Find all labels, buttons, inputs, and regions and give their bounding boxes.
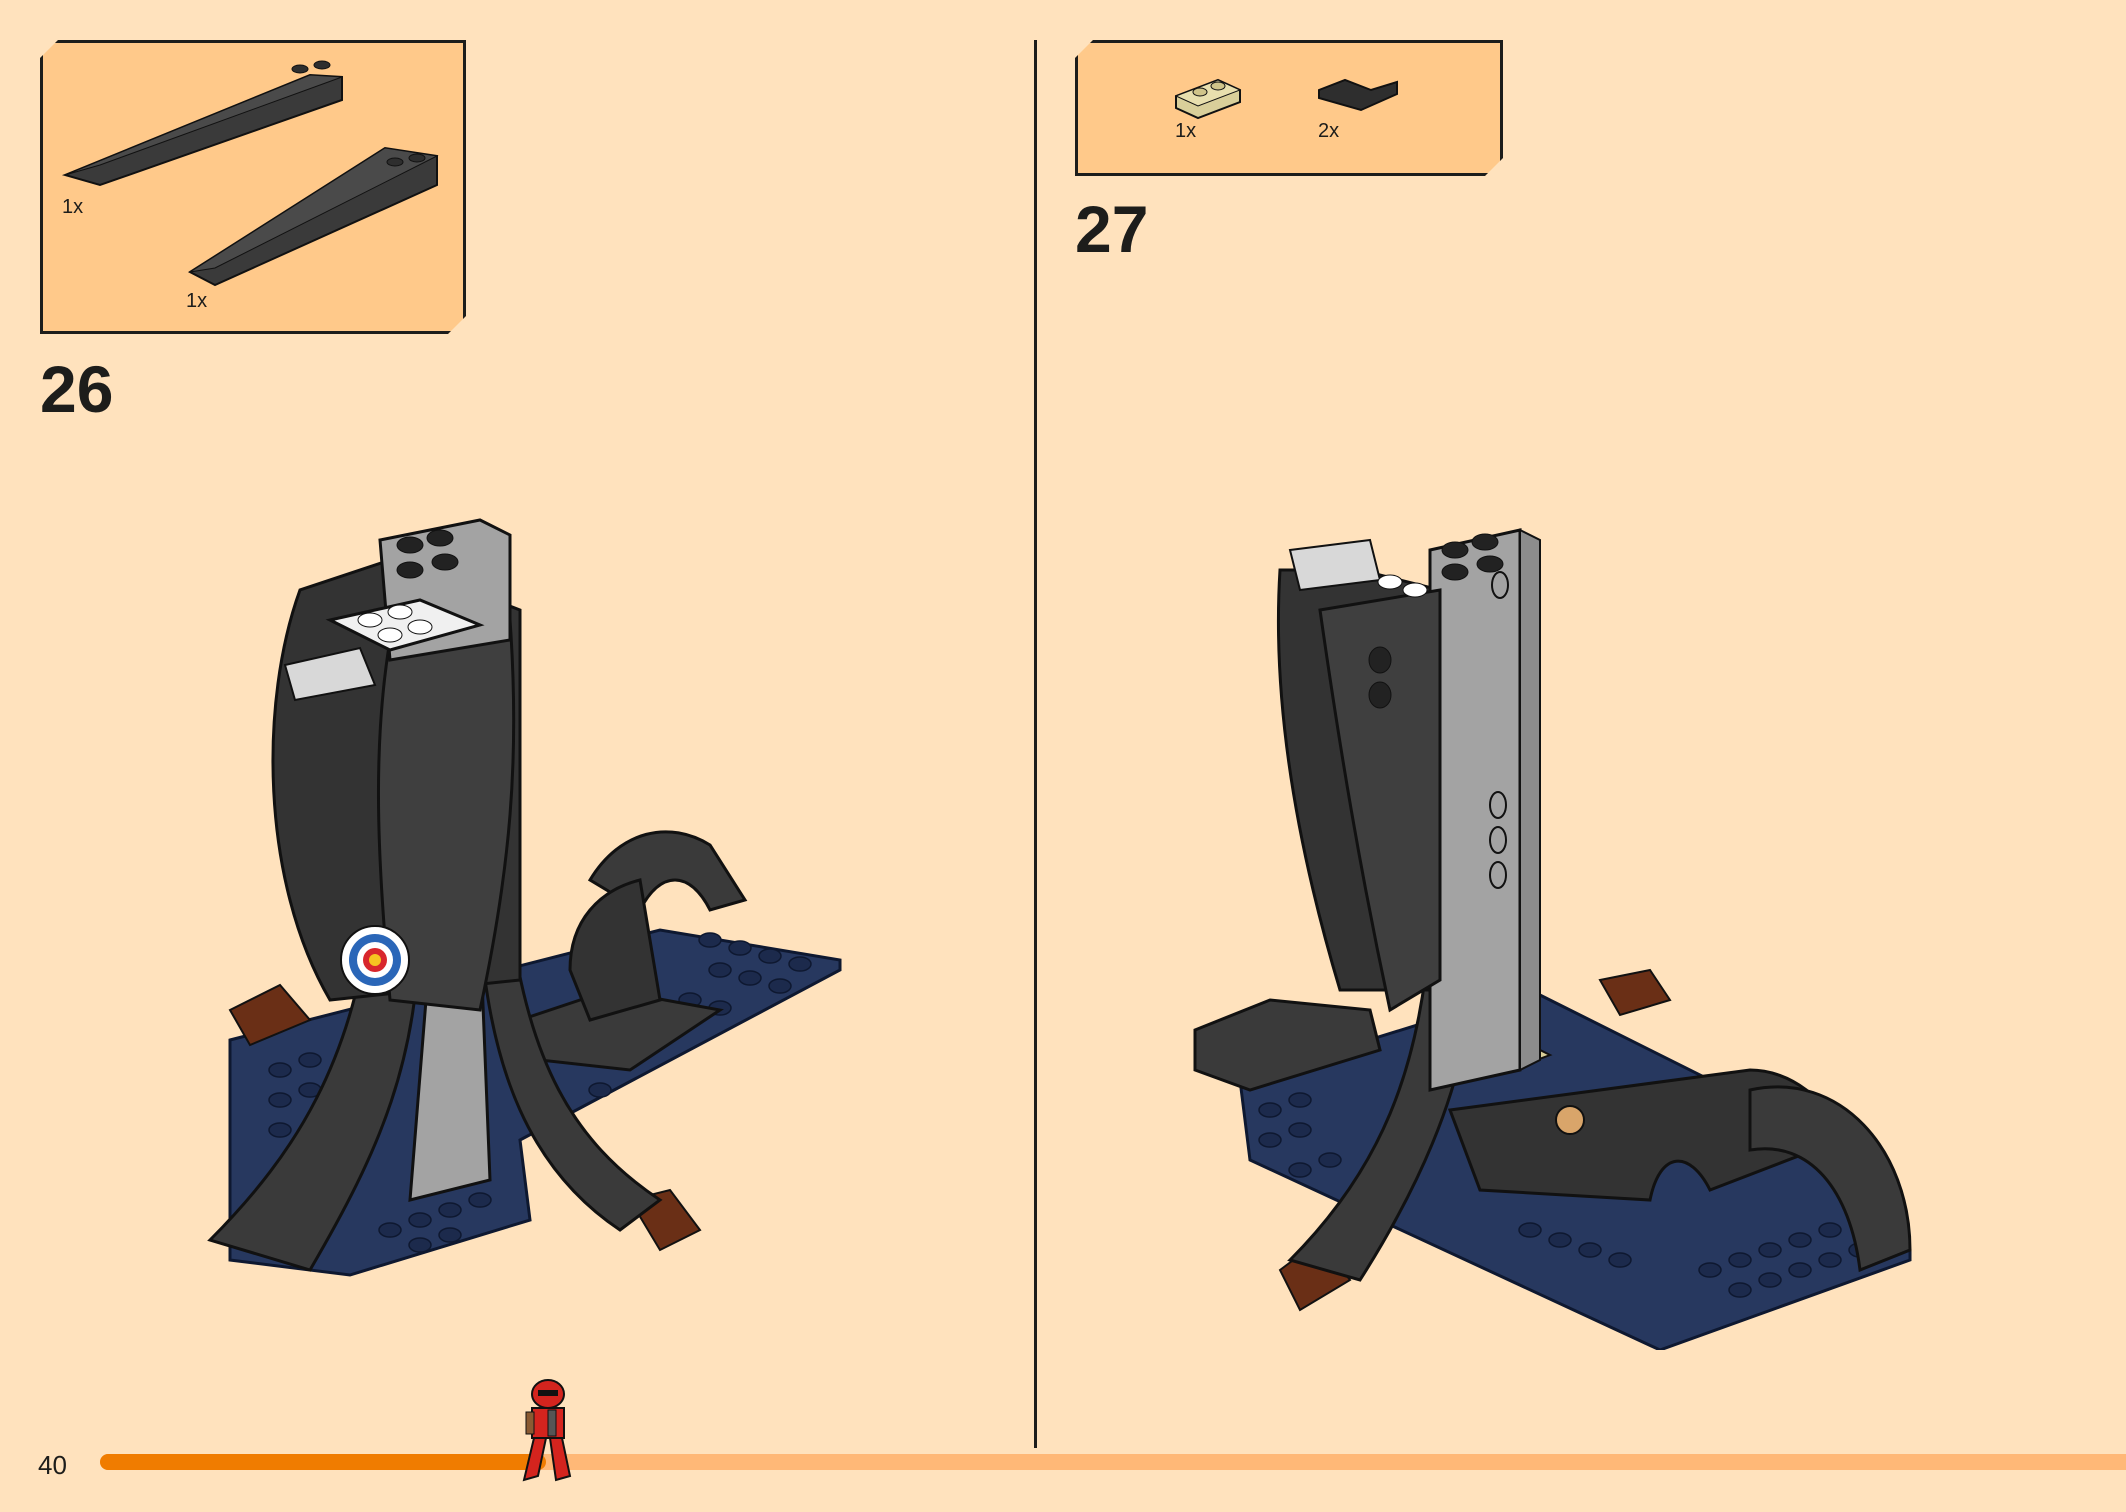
- ninja-minifigure-icon: [522, 1379, 572, 1482]
- progress-bar-fill: [100, 1454, 546, 1470]
- step-27-part-2-qty: 2x: [1318, 120, 1340, 142]
- step-26-model-illustration: [207, 518, 842, 1277]
- step-27-number: 27: [1075, 192, 1149, 266]
- step-26-number: 26: [40, 352, 114, 426]
- step-26-part-1-qty: 1x: [62, 196, 84, 218]
- step-27-part-1-qty: 1x: [1175, 120, 1197, 142]
- step-26-part-2-qty: 1x: [186, 290, 208, 312]
- progress-bar-track: [100, 1454, 2126, 1470]
- step-27-parts-box: [1075, 40, 1503, 176]
- step-27-model-illustration: [1193, 528, 1912, 1350]
- step-26-part-2-icon: [187, 146, 439, 287]
- page-divider: [1034, 40, 1037, 1448]
- step-27-part-2-icon: [1318, 78, 1398, 112]
- page-number: 40: [38, 1450, 67, 1480]
- step-26-part-1-icon: [61, 60, 343, 187]
- step-27-part-1-icon: [1174, 78, 1242, 120]
